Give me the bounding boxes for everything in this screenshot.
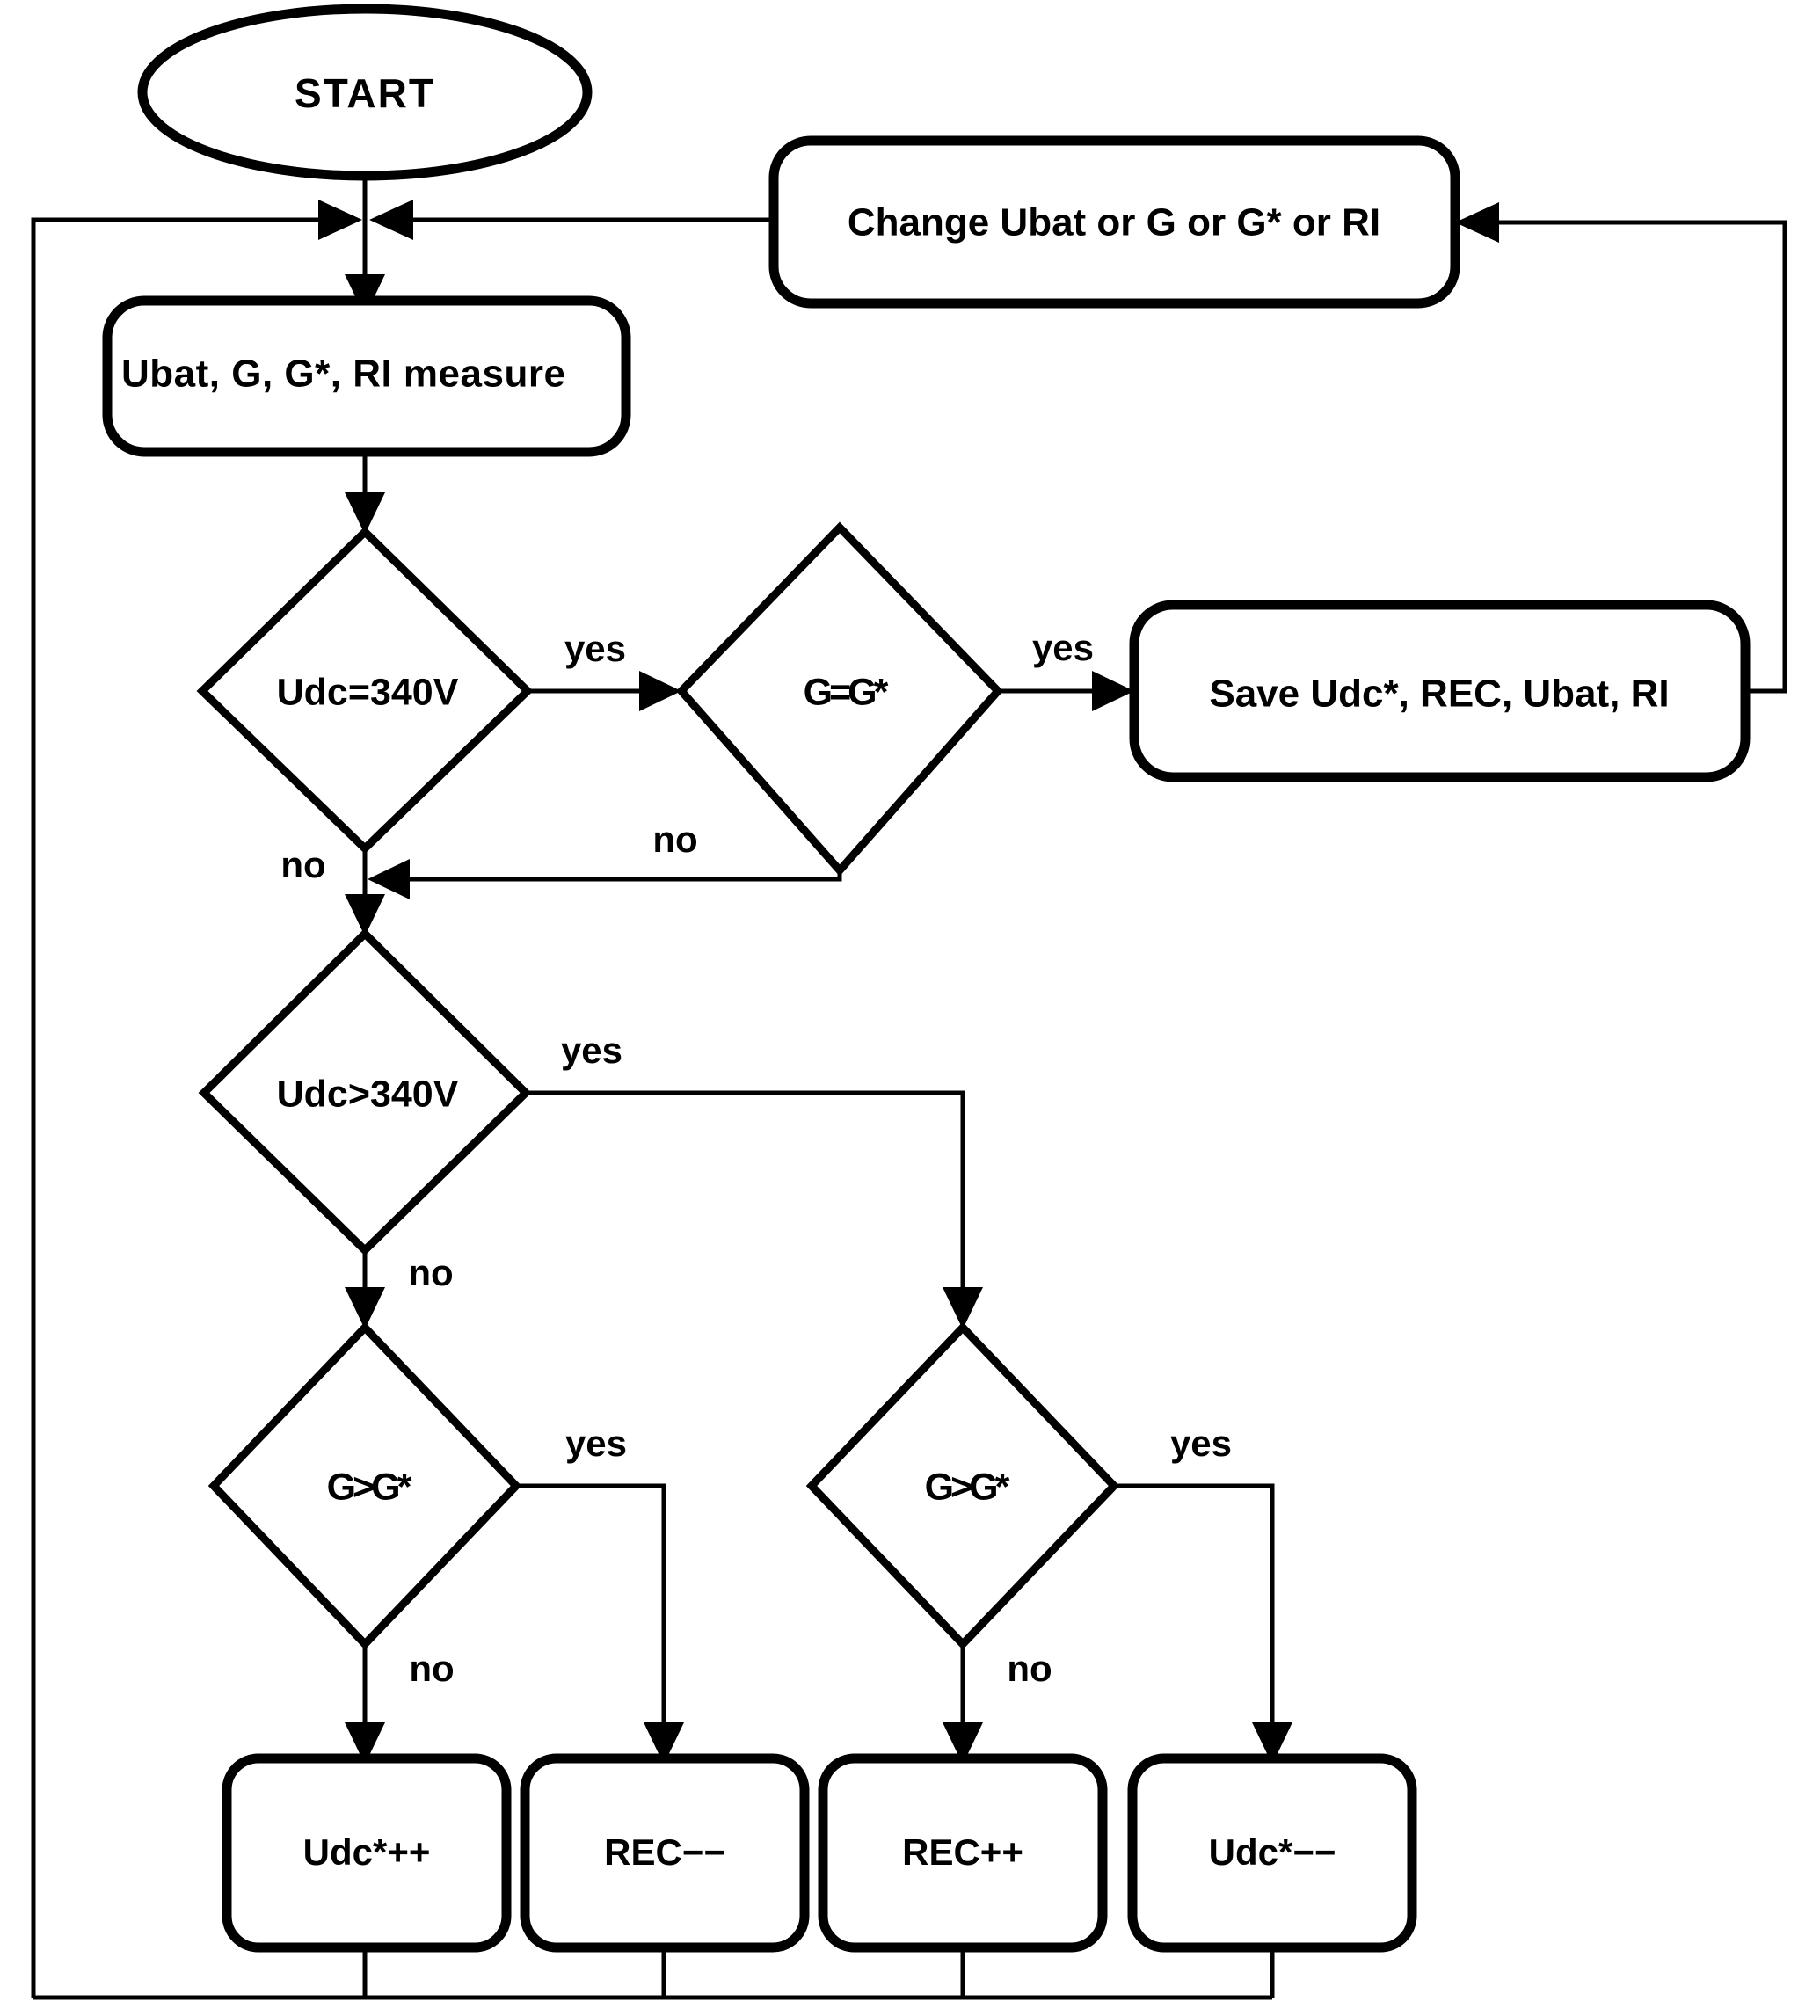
node-action-udc-dec-label: Udc*−− [1209, 1831, 1336, 1873]
node-start-label: START [295, 70, 435, 116]
arrowhead-save-to-change [1455, 202, 1499, 243]
edge-label-g-gt-left-yes: yes [565, 1423, 627, 1464]
edge-bottom-loop-left [31, 217, 343, 1998]
edge-label-udc-eq-yes: yes [564, 628, 626, 669]
node-change-params-label: Change Ubat or G or G* or RI [848, 201, 1380, 244]
arrowhead-g-gt-right-no [943, 1722, 983, 1765]
node-action-udc-dec[interactable]: Udc*−− [1127, 1753, 1417, 1953]
arrowhead-g-gt-left-no [345, 1722, 385, 1765]
arrowhead-udc-eq-yes [639, 671, 681, 711]
node-action-udc-inc[interactable]: Udc*++ [222, 1753, 512, 1953]
node-save-label: Save Udc*, REC, Ubat, RI [1209, 673, 1669, 716]
node-action-rec-inc-label: REC++ [902, 1831, 1023, 1873]
arrowhead-to-measure [345, 274, 385, 317]
edge-g-gt-left-yes [516, 1483, 666, 1745]
node-action-rec-inc[interactable]: REC++ [818, 1753, 1108, 1953]
arrowhead-loop-right [369, 200, 413, 240]
node-measure-label: Ubat, G, G*, RI measure [121, 353, 565, 396]
node-decision-udc-gt-label: Udc>340V [277, 1073, 459, 1115]
node-decision-udc-eq-label: Udc=340V [277, 671, 459, 713]
arrowhead-g-eq-yes [1092, 671, 1134, 711]
node-decision-udc-eq[interactable]: Udc=340V [196, 526, 534, 855]
node-decision-g-gt-left[interactable]: G>G* [207, 1321, 522, 1650]
node-action-udc-inc-label: Udc*++ [303, 1831, 431, 1873]
node-decision-g-gt-right[interactable]: G>G* [805, 1321, 1120, 1650]
edge-label-udc-gt-no: no [408, 1252, 453, 1293]
edge-label-udc-gt-yes: yes [561, 1030, 622, 1071]
node-decision-g-eq[interactable]: G=G* [675, 521, 1004, 877]
edge-label-g-gt-left-no: no [409, 1648, 454, 1689]
node-decision-udc-gt[interactable]: Udc>340V [198, 928, 532, 1256]
node-save[interactable]: Save Udc*, REC, Ubat, RI [1129, 600, 1751, 782]
arrowhead-udc-gt-yes [943, 1287, 983, 1329]
edge-g-gt-right-yes [1114, 1483, 1275, 1745]
edge-label-udc-eq-no: no [280, 844, 325, 885]
arrowhead-g-gt-left-yes [644, 1722, 684, 1765]
node-measure[interactable]: Ubat, G, G*, RI measure [102, 295, 631, 457]
edge-save-to-change [1477, 220, 1787, 694]
arrowhead-udc-eq-no [345, 894, 385, 936]
arrowhead-g-gt-right-yes [1252, 1722, 1292, 1765]
node-decision-g-gt-left-label: G>G* [327, 1466, 412, 1508]
edge-label-g-gt-right-no: no [1007, 1648, 1052, 1689]
edge-g-eq-no [387, 870, 842, 882]
node-action-rec-dec[interactable]: REC−− [520, 1753, 810, 1953]
node-action-rec-dec-label: REC−− [604, 1831, 725, 1873]
node-start[interactable]: START [137, 4, 593, 181]
node-change-params[interactable]: Change Ubat or G or G* or RI [768, 135, 1460, 309]
edge-label-g-gt-right-yes: yes [1170, 1423, 1232, 1464]
edge-label-g-eq-no: no [652, 819, 697, 860]
arrowhead-to-udc-eq [345, 492, 385, 535]
edge-label-g-eq-yes: yes [1032, 627, 1094, 668]
arrowhead-g-eq-no [368, 859, 410, 899]
edge-udc-gt-yes [526, 1090, 965, 1310]
node-decision-g-gt-right-label: G>G* [925, 1466, 1010, 1508]
arrowhead-udc-gt-no [345, 1287, 385, 1329]
arrowhead-loop-left [318, 200, 362, 240]
node-decision-g-eq-label: G=G* [804, 671, 889, 713]
